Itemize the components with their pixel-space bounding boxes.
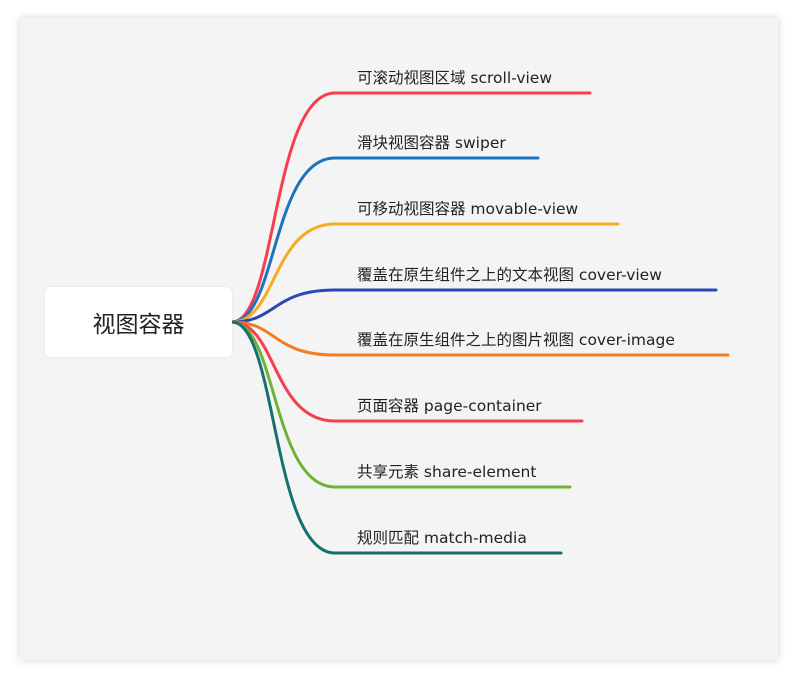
branch-link — [230, 320, 584, 423]
branch-node[interactable]: 规则匹配 match-media — [357, 529, 527, 547]
branch-link — [230, 156, 540, 324]
branch-node[interactable]: 滑块视图容器 swiper — [357, 134, 506, 152]
branch-link — [230, 320, 563, 555]
branch-node[interactable]: 覆盖在原生组件之上的图片视图 cover-image — [357, 331, 675, 349]
branch-node[interactable]: 覆盖在原生组件之上的文本视图 cover-view — [357, 266, 662, 284]
branch-link — [230, 320, 572, 489]
branch-link — [230, 288, 718, 324]
root-node[interactable]: 视图容器 — [45, 287, 232, 357]
branch-node[interactable]: 页面容器 page-container — [357, 397, 542, 415]
branch-link — [230, 222, 620, 324]
branch-link — [230, 91, 592, 324]
branch-node[interactable]: 可移动视图容器 movable-view — [357, 200, 579, 218]
branch-node[interactable]: 共享元素 share-element — [357, 463, 537, 481]
root-node-label: 视图容器 — [92, 312, 185, 338]
branch-node[interactable]: 可滚动视图区域 scroll-view — [357, 69, 553, 87]
branch-link — [230, 320, 730, 357]
